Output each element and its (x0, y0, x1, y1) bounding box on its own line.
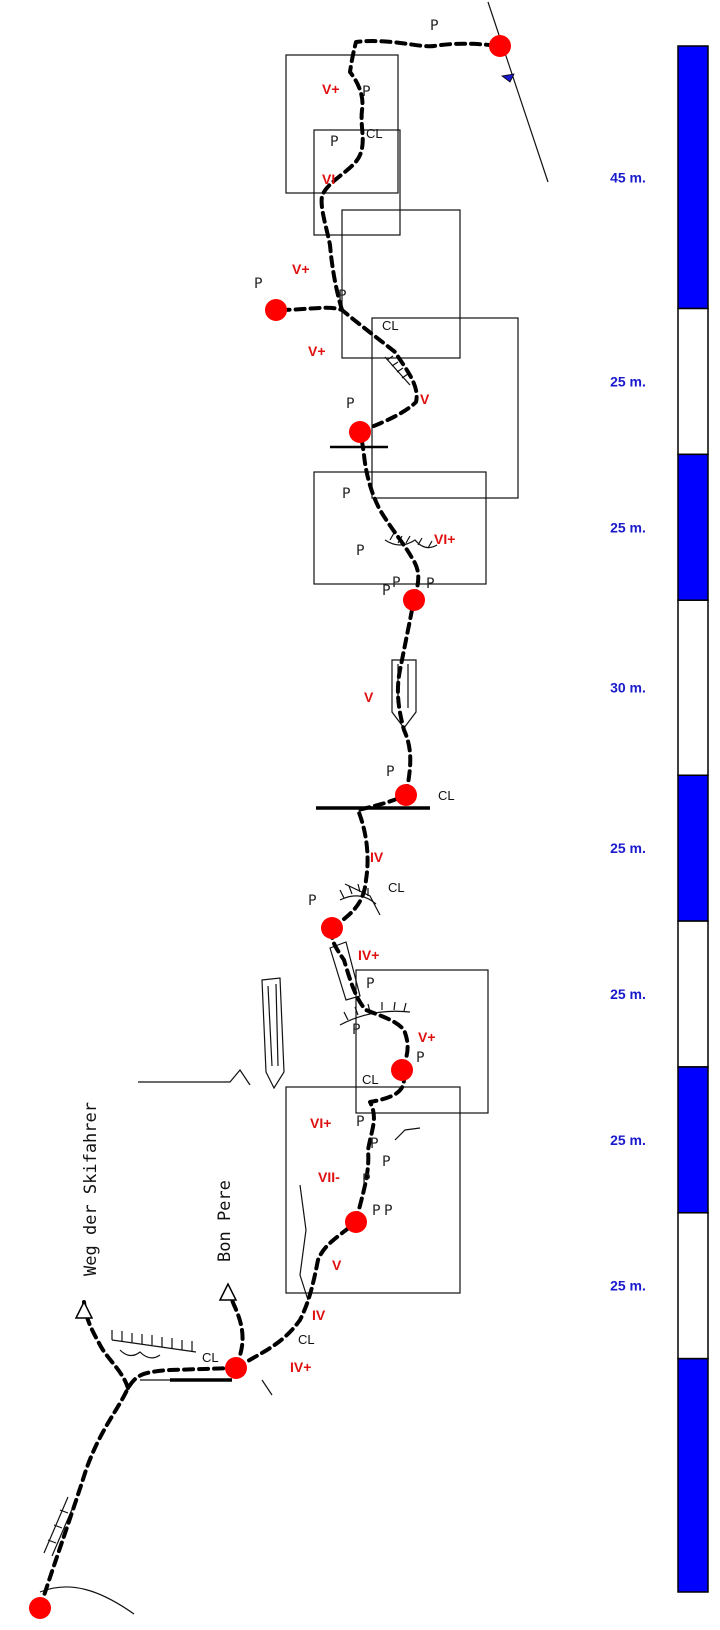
scale-labels: 45 m. 25 m. 25 m. 30 m. 25 m. 25 m. 25 m. 25 m. (610, 169, 646, 1293)
scale-length-label: 25 m. (610, 1132, 646, 1148)
cl-label: CL (382, 318, 399, 333)
belay-station-top (489, 35, 511, 57)
grade-label: V+ (418, 1029, 436, 1045)
scale-length-label: 45 m. (610, 169, 646, 185)
grade-label: IV+ (290, 1359, 311, 1375)
piton-icon: P (372, 1203, 380, 1219)
piton-icon: P (386, 764, 394, 780)
belay-station-7 (349, 421, 371, 443)
grade-label: V (364, 689, 374, 705)
scale-segment (677, 920, 709, 1068)
piton-icon: P (346, 396, 354, 412)
belay-stations (29, 35, 511, 1619)
scale-segment (677, 1066, 709, 1214)
belay-station-3 (391, 1059, 413, 1081)
scale-segment (677, 453, 709, 601)
grade-label: V (332, 1257, 342, 1273)
piton-icon: P (370, 1136, 378, 1152)
grade-label: IV+ (358, 947, 379, 963)
climbing-route (38, 39, 502, 1610)
trail-label-bon-pere: Bon Pere (215, 1180, 235, 1262)
scale-segment (677, 599, 709, 776)
piton-icon: P (254, 276, 262, 292)
piton-icon: P (356, 543, 364, 559)
cl-label: CL (202, 1350, 219, 1365)
triangle-arrow-icon (218, 1282, 238, 1301)
belay-station-start (29, 1597, 51, 1619)
piton-icon: P (356, 1114, 364, 1130)
piton-icon: P (416, 1050, 424, 1066)
piton-icon: P (366, 976, 374, 992)
belay-labels: CL CL CL CL CL CL CL (202, 126, 455, 1365)
belay-station-2 (345, 1211, 367, 1233)
grade-label: IV (312, 1307, 326, 1323)
pitons: P P P P P P P P P P P P P P P P P P P P … (254, 18, 438, 1219)
piton-icon: P (362, 1172, 370, 1188)
summit-marker-icon (501, 73, 515, 83)
scale-segment (677, 307, 709, 456)
cl-label: CL (298, 1332, 315, 1347)
pitch-length-scale (677, 45, 709, 1593)
scale-length-label: 25 m. (610, 519, 646, 535)
piton-icon: P (382, 583, 390, 599)
scale-length-label: 25 m. (610, 373, 646, 389)
piton-icon: P (338, 288, 346, 304)
cl-label: CL (362, 1072, 379, 1087)
rock-boxes (285, 54, 519, 1294)
belay-station-6 (403, 589, 425, 611)
piton-icon: P (382, 1154, 390, 1170)
grade-label: V (420, 391, 430, 407)
piton-icon: P (430, 18, 438, 34)
scale-segment (677, 45, 709, 310)
scale-length-label: 25 m. (610, 1278, 646, 1294)
triangle-arrow-icon (74, 1300, 94, 1319)
scale-segment (677, 774, 709, 922)
grade-label: V+ (292, 261, 310, 277)
piton-icon: P (426, 576, 434, 592)
grade-label: VI (322, 171, 335, 187)
grades: V+ VI V+ V+ V VI+ V IV IV+ V+ VI+ VII- V… (290, 81, 455, 1375)
grade-label: V+ (322, 81, 340, 97)
cl-label: CL (388, 880, 405, 895)
piton-icon: P (342, 486, 350, 502)
scale-length-label: 25 m. (610, 986, 646, 1002)
cl-label: CL (438, 788, 455, 803)
scale-segment (677, 1357, 709, 1593)
piton-icon: P (384, 1203, 392, 1219)
belay-station-8 (265, 299, 287, 321)
piton-icon: P (392, 575, 400, 591)
grade-label: IV (370, 849, 384, 865)
grade-label: VII- (318, 1169, 340, 1185)
grade-label: VI+ (434, 531, 455, 547)
piton-icon: P (308, 893, 316, 909)
grade-label: VI+ (310, 1115, 331, 1131)
grade-label: V+ (308, 343, 326, 359)
scale-length-label: 30 m. (610, 680, 646, 696)
piton-icon: P (362, 84, 370, 100)
belay-station-5 (395, 784, 417, 806)
cl-label: CL (366, 126, 383, 141)
scale-segment (677, 1212, 709, 1360)
piton-icon: P (352, 1022, 360, 1038)
belay-station-4 (321, 917, 343, 939)
trail-label-skifahrer: Weg der Skifahrer (81, 1102, 101, 1276)
scale-length-label: 25 m. (610, 840, 646, 856)
piton-icon: P (330, 134, 338, 150)
belay-station-1 (225, 1357, 247, 1379)
